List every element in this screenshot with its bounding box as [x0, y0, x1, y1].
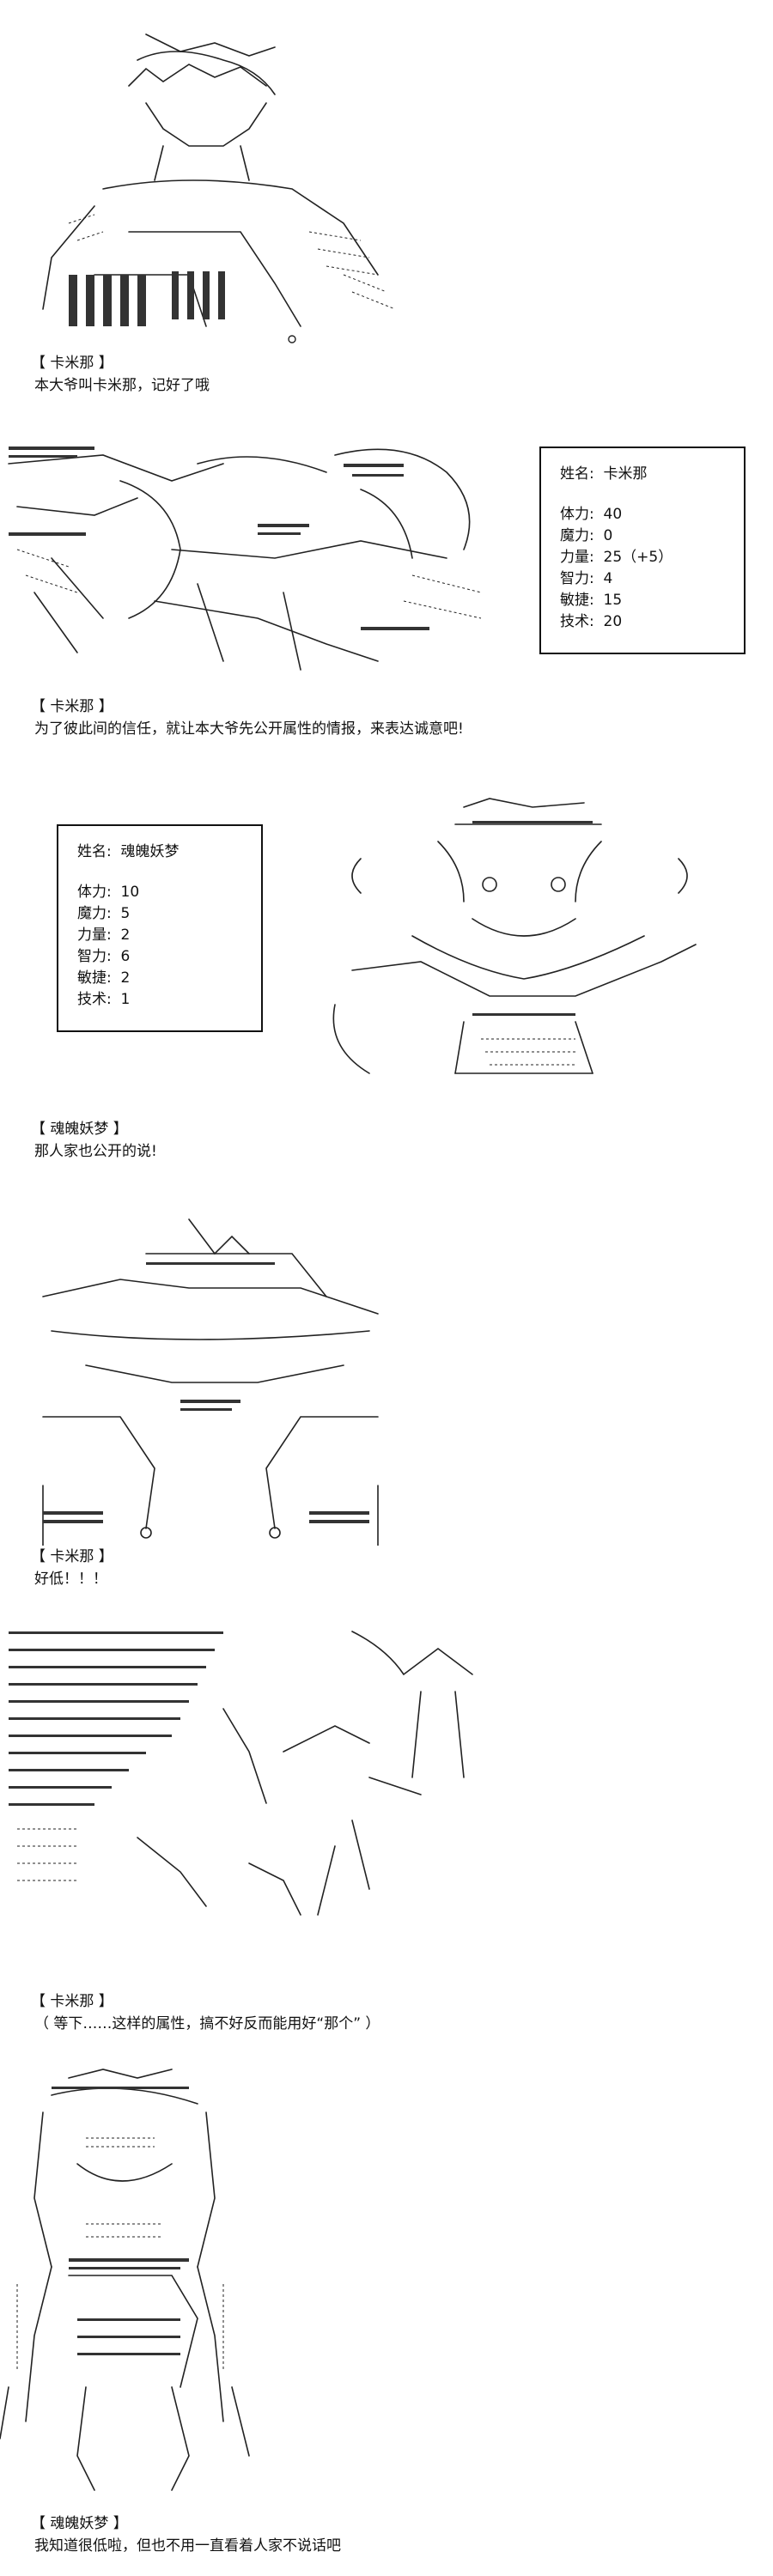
- stat-mp: 魔力: 0: [560, 527, 613, 544]
- kamina-ascii-art-2: [0, 429, 515, 678]
- speaker-label: 【 卡米那 】: [31, 1993, 113, 2010]
- panel-1: 【 卡米那 】 本大爷叫卡米那，记好了哦: [0, 0, 773, 412]
- panel-3: 姓名: 魂魄妖梦 体力: 10 魔力: 5 力量: 2 智力: 6 敏捷: 2 …: [0, 790, 773, 1185]
- dialogue-line: 我知道很低啦，但也不用一直看着人家不说话吧: [34, 2537, 341, 2555]
- stat-agi: 敏捷: 2: [77, 969, 131, 987]
- stat-str: 力量: 25（+5）: [560, 549, 673, 566]
- speaker-label: 【 卡米那 】: [31, 355, 113, 372]
- speaker-label: 【 魂魄妖梦 】: [31, 2515, 128, 2532]
- dialogue-line: 那人家也公开的说!: [34, 1143, 157, 1160]
- kamina-ascii-art-3: [17, 1202, 395, 1546]
- stat-agi: 敏捷: 15: [560, 592, 623, 609]
- dialogue-line: （ 等下……这样的属性，搞不好反而能用好“那个” ）: [34, 2015, 380, 2032]
- speaker-label: 【 卡米那 】: [31, 698, 113, 715]
- speaker-label: 【 魂魄妖梦 】: [31, 1121, 128, 1138]
- stat-tech: 技术: 1: [77, 991, 131, 1008]
- panel-2: 姓名: 卡米那 体力: 40 魔力: 0 力量: 25（+5） 智力: 4 敏捷…: [0, 421, 773, 790]
- stat-int: 智力: 6: [77, 948, 131, 965]
- dialogue-line: 好低！！！: [34, 1571, 107, 1588]
- stat-name: 姓名: 魂魄妖梦: [77, 843, 180, 860]
- stat-panel-youmu: 姓名: 魂魄妖梦 体力: 10 魔力: 5 力量: 2 智力: 6 敏捷: 2 …: [57, 824, 263, 1032]
- kamina-ascii-art-4: [9, 1623, 490, 1923]
- youmu-ascii-art-2: [0, 2061, 378, 2499]
- panel-6: 【 魂魄妖梦 】 我知道很低啦，但也不用一直看着人家不说话吧: [0, 2044, 773, 2576]
- dialogue-line: 本大爷叫卡米那，记好了哦: [34, 377, 210, 394]
- kamina-ascii-art-1: [17, 17, 412, 343]
- stat-int: 智力: 4: [560, 570, 613, 587]
- speaker-label: 【 卡米那 】: [31, 1548, 113, 1565]
- stat-str: 力量: 2: [77, 927, 131, 944]
- panel-5: 【 卡米那 】 （ 等下……这样的属性，搞不好反而能用好“那个” ）: [0, 1606, 773, 2044]
- stat-mp: 魔力: 5: [77, 905, 131, 922]
- youmu-ascii-art-1: [318, 790, 713, 1099]
- panel-4: 【 卡米那 】 好低！！！: [0, 1185, 773, 1606]
- dialogue-line: 为了彼此间的信任，就让本大爷先公开属性的情报，来表达诚意吧!: [34, 720, 464, 738]
- stat-tech: 技术: 20: [560, 613, 623, 630]
- stat-panel-kamina: 姓名: 卡米那 体力: 40 魔力: 0 力量: 25（+5） 智力: 4 敏捷…: [539, 447, 746, 654]
- stat-hp: 体力: 40: [560, 506, 623, 523]
- stat-hp: 体力: 10: [77, 884, 140, 901]
- stat-name: 姓名: 卡米那: [560, 465, 648, 483]
